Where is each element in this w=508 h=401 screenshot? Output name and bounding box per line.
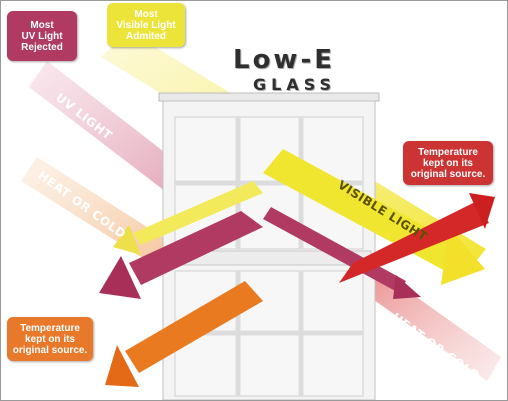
visible-admitted-line-1: Most — [134, 8, 158, 20]
temp-left-box: Temperature kept on its original source. — [7, 317, 93, 361]
uv-reflected-arrow — [99, 211, 263, 299]
visible-admitted-line-2: Visible Light — [116, 19, 176, 31]
uv-rejected-line-3: Rejected — [21, 41, 63, 53]
heat-or-cold-left-label: HEAT OR COLD — [35, 168, 128, 241]
uv-pass-arrow — [263, 207, 421, 299]
heat-right-reflected-arrow — [339, 193, 495, 283]
heat-left-reflected-arrow — [105, 281, 263, 387]
temp-right-line-1: Temperature — [418, 146, 478, 158]
uv-rejected-box: Most UV Light Rejected — [7, 11, 77, 61]
temp-right-box: Temperature kept on its original source. — [403, 141, 493, 185]
temp-right-line-2: kept on its — [422, 157, 473, 169]
temp-right-line-3: original source. — [410, 168, 486, 180]
title-line-2: GLASS — [253, 75, 337, 94]
uv-rejected-line-1: Most — [30, 19, 54, 31]
temp-left-line-1: Temperature — [20, 322, 80, 334]
visible-admitted-line-3: Admited — [126, 30, 166, 42]
title-line-1: Low-E — [233, 45, 336, 75]
temp-left-line-3: original source. — [12, 344, 88, 356]
visible-admitted-box: Most Visible Light Admited — [107, 3, 185, 47]
temp-left-line-2: kept on its — [24, 333, 75, 345]
visible-reflected-arrow — [113, 181, 263, 255]
uv-rejected-line-2: UV Light — [21, 30, 63, 42]
